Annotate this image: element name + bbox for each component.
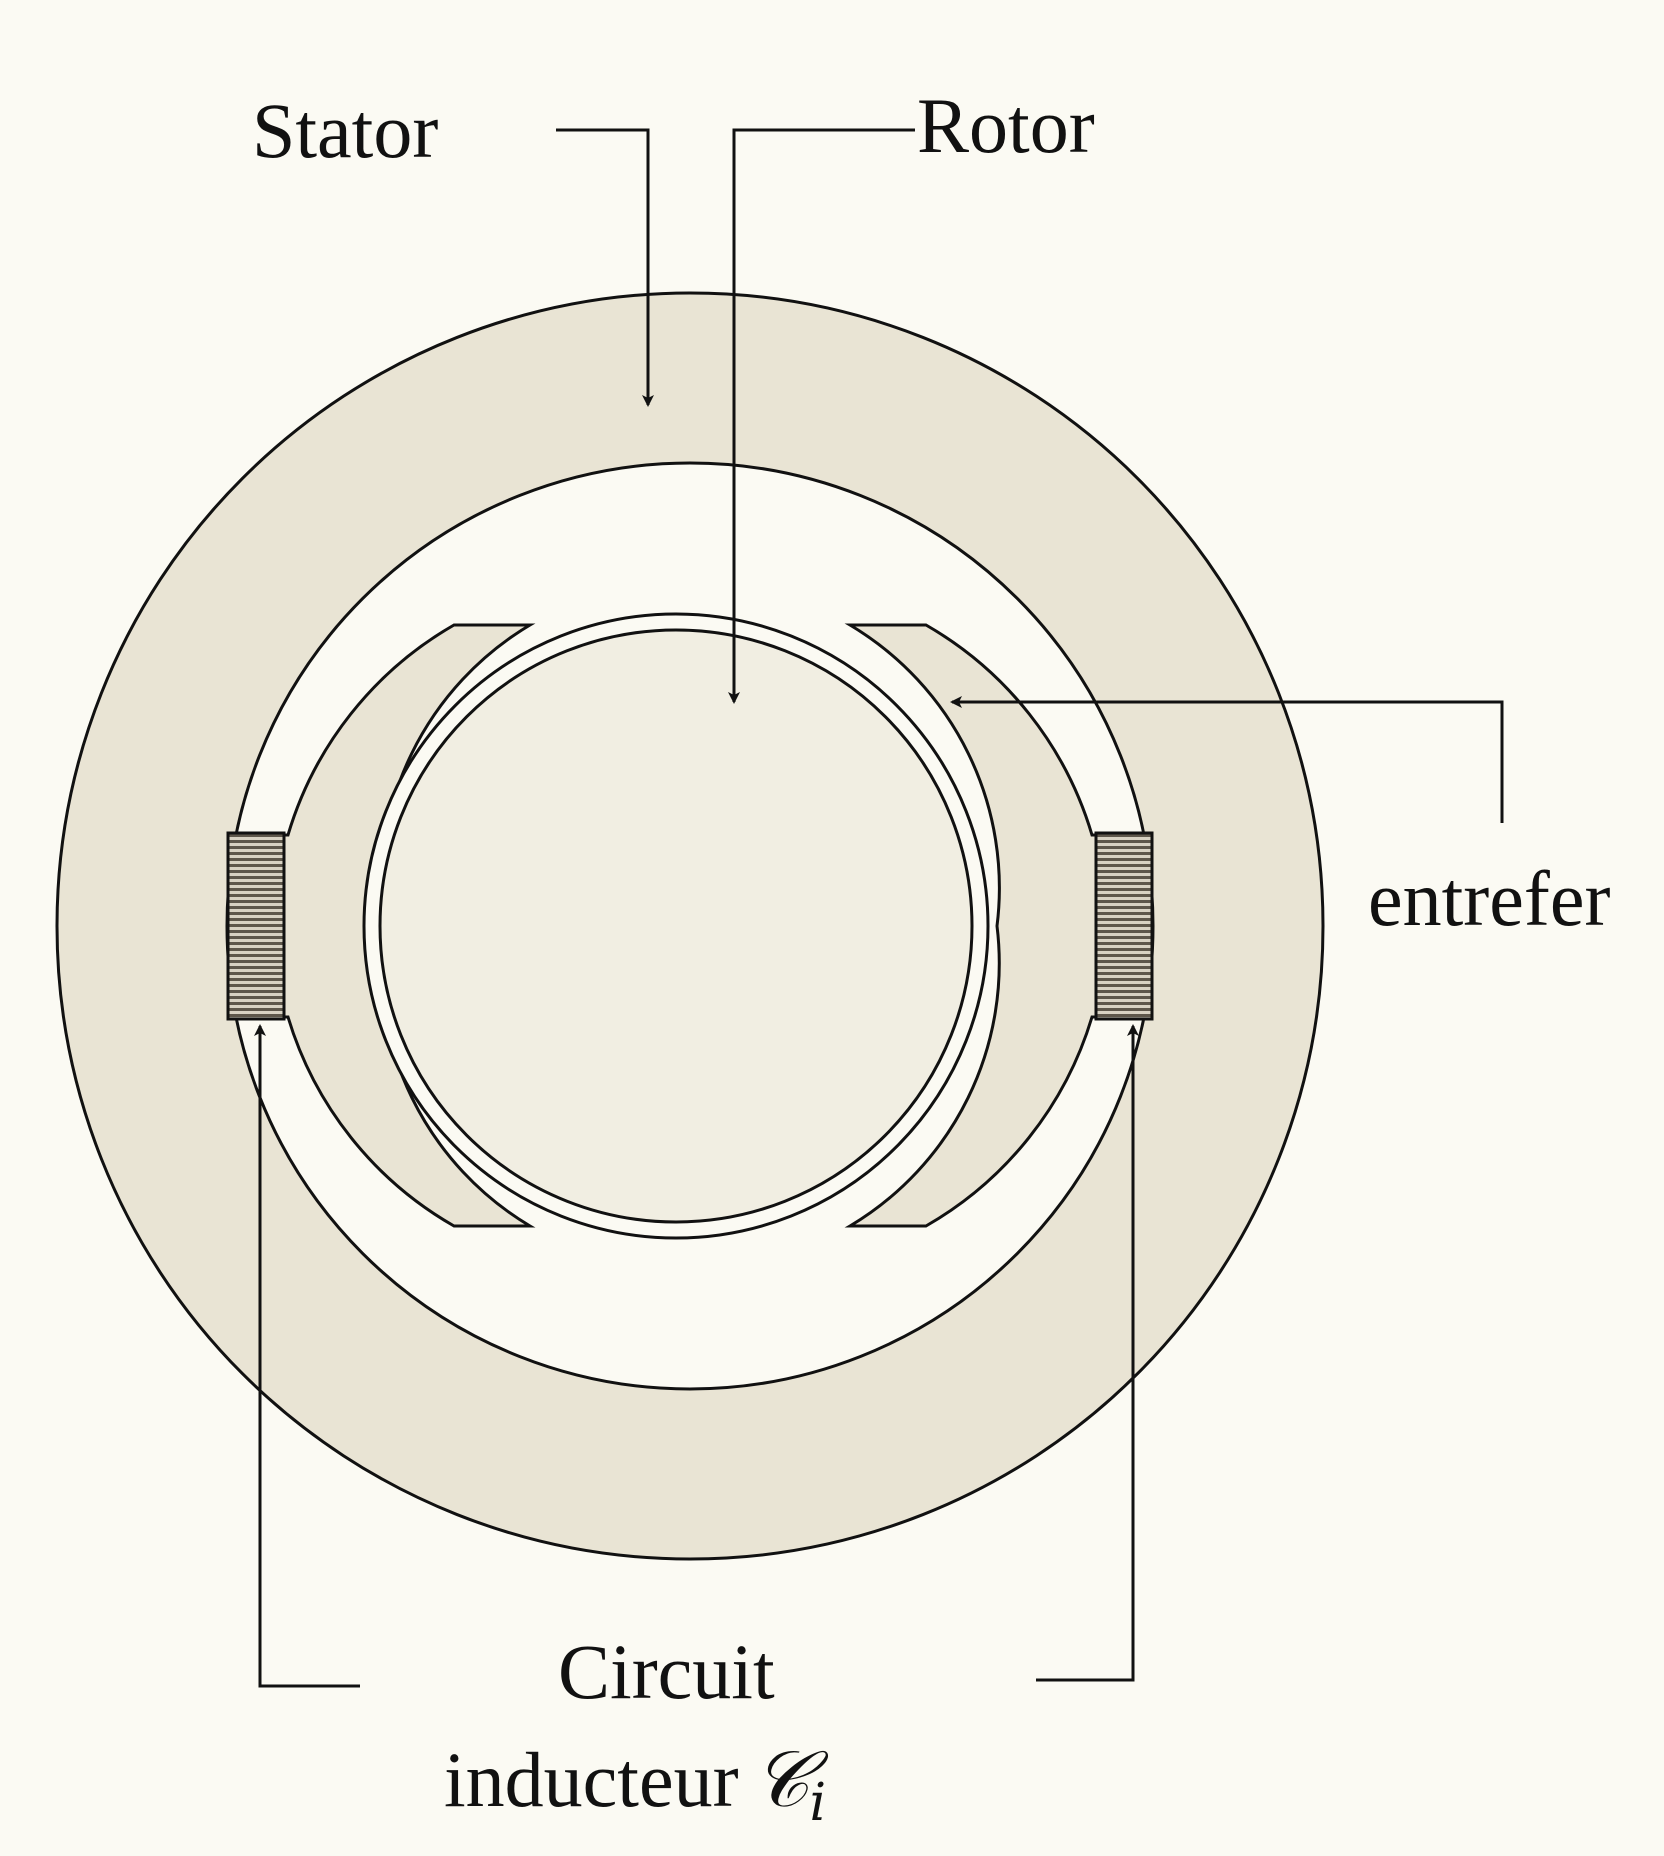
right-pole xyxy=(844,623,1136,1228)
circuit-subscript: i xyxy=(809,1773,826,1833)
stator-label: Stator xyxy=(252,87,438,174)
stator-leader-line xyxy=(556,128,654,407)
circuit-leader-left xyxy=(254,1024,360,1688)
right-field-coil xyxy=(1094,831,1154,1021)
circuit-label-word: inducteur xyxy=(444,1736,739,1823)
entrefer-label: entrefer xyxy=(1368,855,1610,942)
rotor-label: Rotor xyxy=(917,82,1095,169)
rotor-leader-line xyxy=(728,128,915,704)
entrefer-leader-line xyxy=(950,696,1504,823)
circuit-label-line1: Circuit xyxy=(558,1628,775,1715)
rotor-disc xyxy=(378,628,974,1224)
circuit-leader-right xyxy=(1036,1024,1139,1682)
left-field-coil xyxy=(226,831,286,1021)
